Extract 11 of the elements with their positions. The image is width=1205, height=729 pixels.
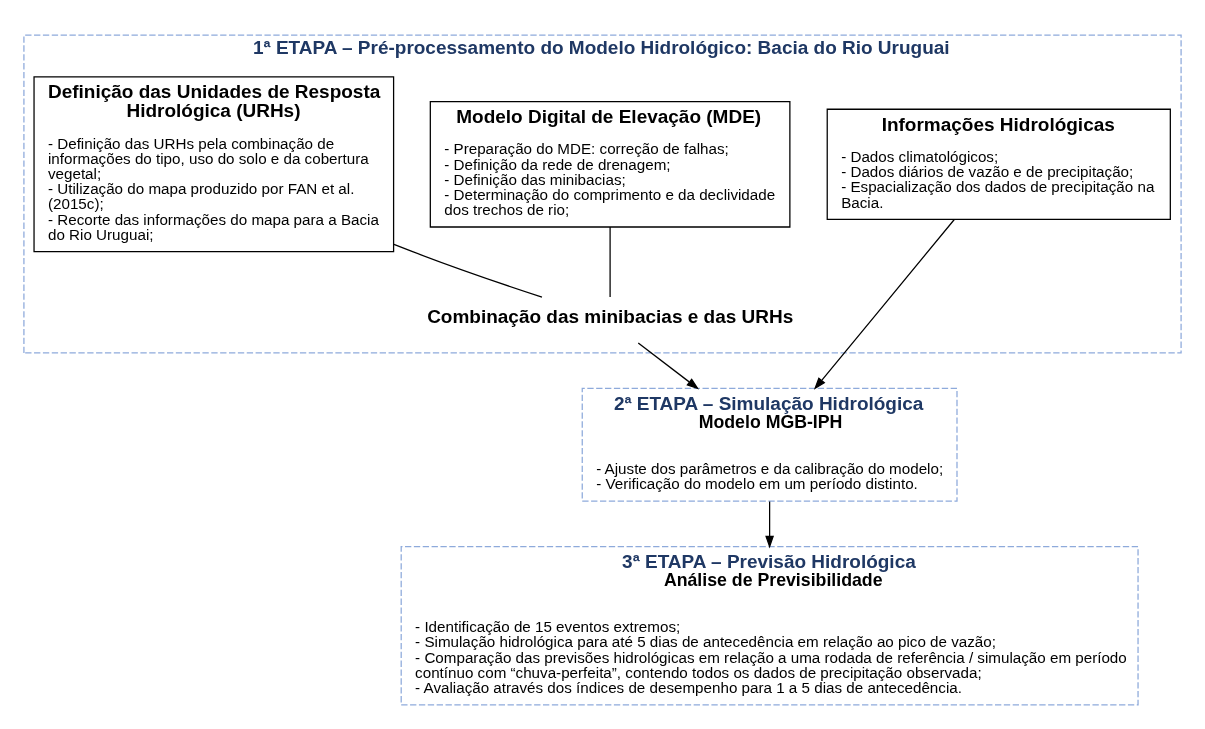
node-text: Combinação das minibacias e das URHs — [427, 305, 794, 327]
node-box: 3ª ETAPA – Previsão Hidrológica Análise de Previsibilidade - Identificação de 15 eventos extremos; - Simulação hidrológica para até 5 dias de antecedência em relação ao pico de vazão; - Comparação das previsões hidrológicas em relação a uma rodada de referência / simulação em período contínuo com “chuva-perfeita”, contendo todos os dados de precipitação observada; - Avaliação através dos índices de desempenho para 1 a 5 dias de antecedência. — [400, 545, 1139, 706]
node-box: 2ª ETAPA – Simulação Hidrológica Modelo MGB-IPH - Ajuste dos parâmetros e da calibração do modelo; - Verificação do modelo em um período distinto. — [581, 387, 958, 502]
node-box: Informações Hidrológicas - Dados climatológicos; - Dados diários de vazão e de precipitação; - Espacialização dos dados de precipitação na Bacia. — [826, 108, 1171, 220]
connector — [393, 243, 543, 298]
connector — [609, 225, 611, 298]
node-box: Modelo Digital de Elevação (MDE) - Preparação do MDE: correção de falhas; - Definição da rede de drenagem; - Definição das minibacias; - Determinação do comprimento e da declividade dos trechos de rio; — [429, 100, 791, 228]
arrow — [813, 218, 955, 390]
arrow — [765, 500, 775, 548]
arrow — [637, 341, 700, 389]
node-box: Definição das Unidades de Resposta Hidrológica (URHs) - Definição das URHs pela combinação de informações do tipo, uso do solo e da cobertura vegetal; - Utilização do mapa produzido por FAN et al. (2015c); - Recorte das informações do mapa para a Bacia do Rio Uruguai; — [33, 75, 395, 252]
